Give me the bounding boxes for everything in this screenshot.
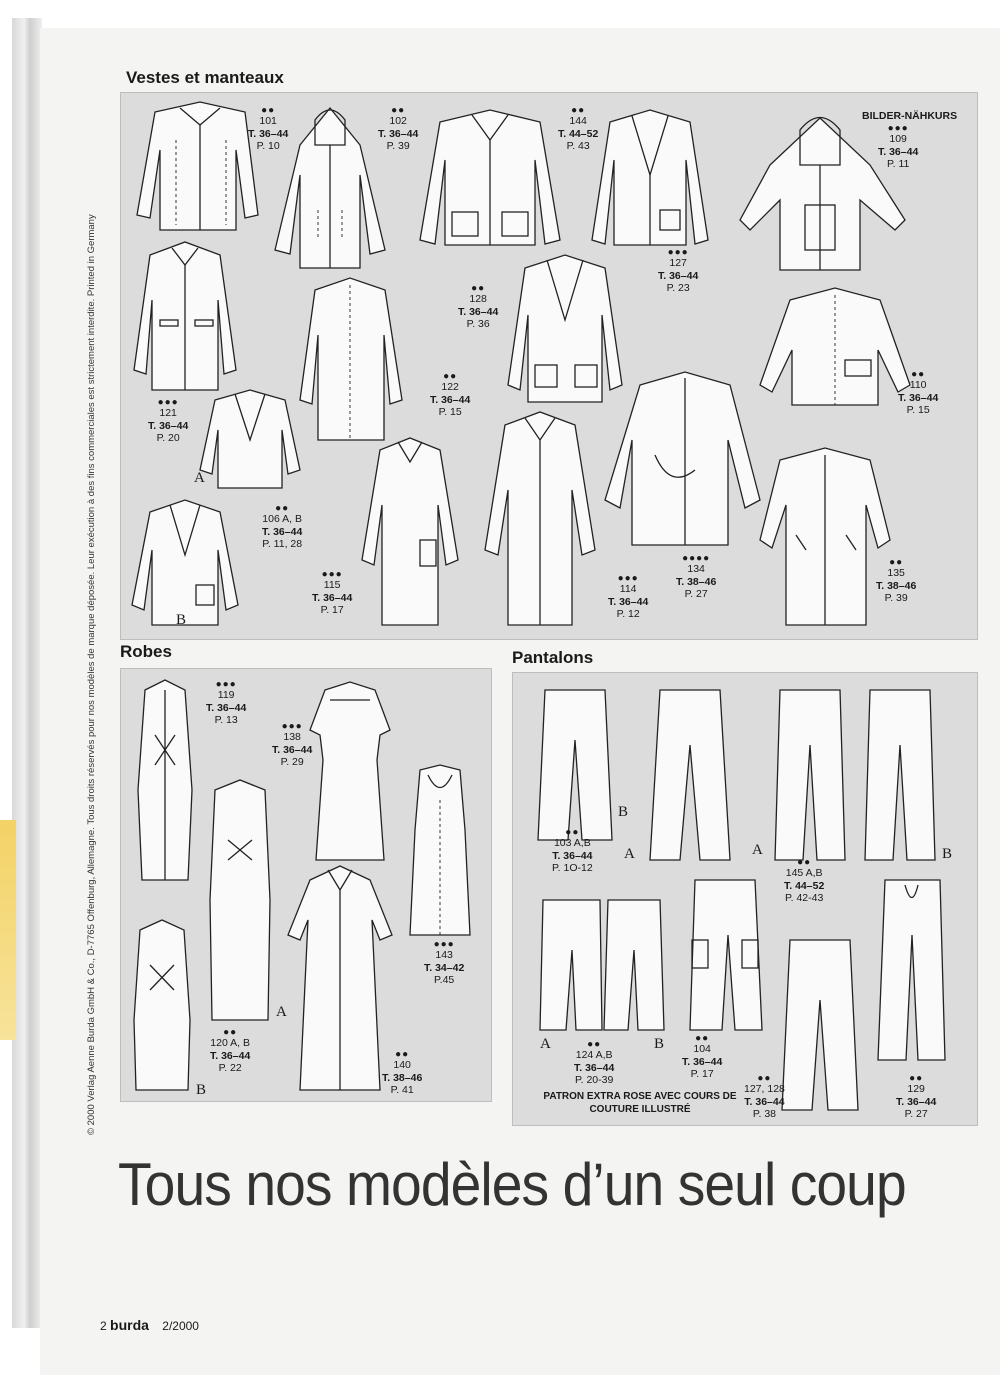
section-title-vestes: Vestes et manteaux: [126, 68, 284, 87]
view-letter-b: B: [618, 804, 629, 820]
page-headline: Tous nos modèles d’un seul coup: [118, 1151, 907, 1218]
issue-number: 2/2000: [162, 1319, 199, 1333]
view-letter-b: B: [176, 612, 187, 628]
vestes-panel: [120, 92, 978, 640]
view-letter-a: A: [540, 1036, 551, 1052]
view-letter-a: A: [276, 1004, 287, 1020]
extra-pattern-note: PATRON EXTRA ROSE AVEC COURS DE COUTURE …: [543, 1091, 737, 1115]
bilder-naehkurs-label: BILDER-NÄHKURS: [862, 110, 958, 122]
section-title-robes: Robes: [120, 642, 172, 661]
page-edge: [12, 18, 42, 1328]
view-letter-a: A: [624, 846, 635, 862]
copyright-credit: © 2000 Verlag Aenne Burda GmbH & Co., D-…: [86, 214, 97, 1135]
view-letter-a: A: [752, 842, 763, 858]
section-title-pantalons: Pantalons: [512, 648, 594, 667]
page-number: 2: [100, 1319, 107, 1333]
brand-logo: burda: [110, 1317, 149, 1333]
page-footer: 2 burda 2/2000: [100, 1317, 199, 1333]
view-letter-b: B: [654, 1036, 665, 1052]
page-edge-strip: [0, 820, 16, 1040]
view-letter-a: A: [194, 470, 205, 486]
view-letter-b: B: [942, 846, 953, 862]
view-letter-b: B: [196, 1082, 207, 1098]
